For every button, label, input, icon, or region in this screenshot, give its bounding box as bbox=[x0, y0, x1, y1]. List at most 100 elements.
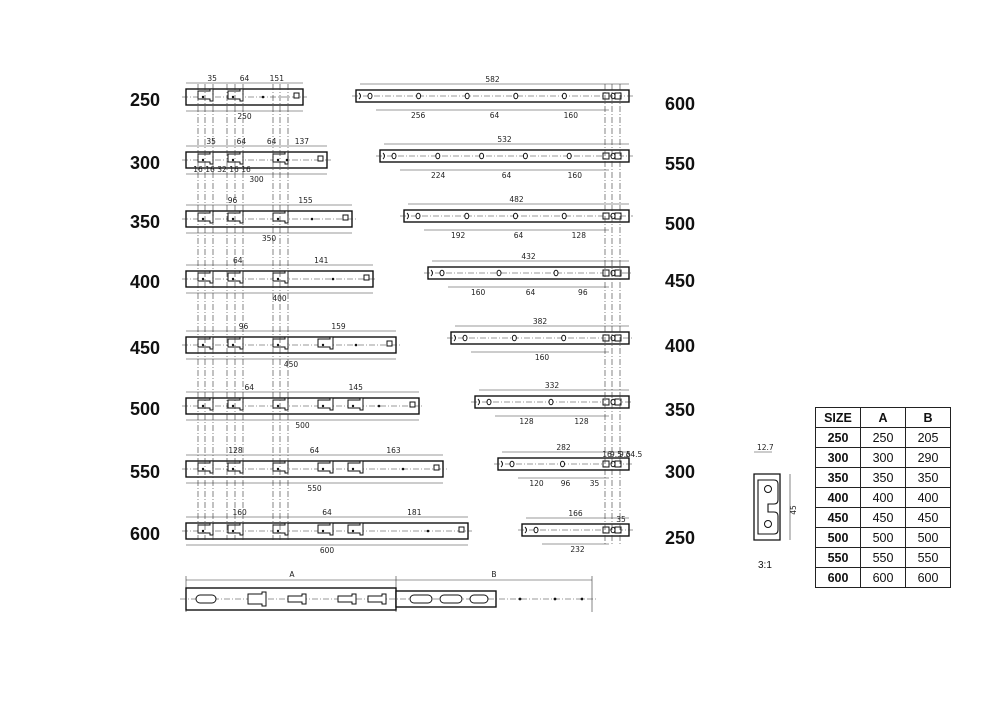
cell-size: 250 bbox=[815, 427, 861, 448]
mounting-slot bbox=[227, 270, 244, 284]
rail-hole bbox=[261, 95, 265, 99]
header-size: SIZE bbox=[815, 407, 861, 428]
mounting-slot bbox=[197, 151, 214, 165]
dim-top-label: 282 bbox=[556, 443, 571, 452]
dim-top-label: 432 bbox=[521, 252, 536, 261]
mounting-hole bbox=[321, 343, 325, 347]
cell-b: 500 bbox=[905, 527, 951, 548]
mounting-hole bbox=[351, 404, 355, 408]
dim-bottom-label: 160 bbox=[471, 288, 486, 297]
rail-hole bbox=[416, 92, 422, 100]
rail-hole bbox=[610, 460, 616, 468]
mounting-slot bbox=[347, 522, 364, 536]
dim-top-label: 137 bbox=[295, 137, 310, 146]
rail-stop bbox=[614, 460, 622, 468]
mounting-hole bbox=[231, 404, 235, 408]
left-size-label: 500 bbox=[130, 399, 160, 419]
extra-dim-label: 35 bbox=[616, 515, 626, 524]
rail-hole bbox=[610, 269, 616, 277]
dim-length-label: 550 bbox=[307, 484, 322, 493]
cell-a: 600 bbox=[860, 567, 906, 588]
left-size-label: 450 bbox=[130, 338, 160, 358]
rail-hole bbox=[610, 92, 616, 100]
rail-hole bbox=[496, 269, 502, 277]
rail-stop bbox=[602, 398, 610, 406]
dim-bottom-label: 96 bbox=[578, 288, 588, 297]
rail-hole bbox=[553, 269, 559, 277]
rail-stop bbox=[602, 460, 610, 468]
dim-top-label: 145 bbox=[349, 383, 364, 392]
mounting-slot bbox=[197, 88, 214, 102]
profile-height-label: 45 bbox=[789, 505, 798, 515]
rail-end-hook bbox=[453, 334, 456, 342]
assembly-bracket bbox=[287, 593, 307, 605]
dim-bottom-label: 35 bbox=[590, 479, 600, 488]
assembly-bracket bbox=[367, 593, 387, 605]
dim-bottom-label: 192 bbox=[451, 231, 466, 240]
dim-length-label: 500 bbox=[295, 421, 310, 430]
cell-a: 350 bbox=[860, 467, 906, 488]
rail-hole bbox=[610, 212, 616, 220]
dim-bottom-label: 160 bbox=[535, 353, 550, 362]
cell-size: 300 bbox=[815, 447, 861, 468]
dim-top-label: 64 bbox=[237, 137, 247, 146]
mounting-hole bbox=[321, 404, 325, 408]
mounting-slot bbox=[347, 460, 364, 474]
cell-size: 450 bbox=[815, 507, 861, 528]
rail-stop bbox=[614, 92, 622, 100]
mounting-slot bbox=[227, 460, 244, 474]
mounting-slot bbox=[227, 151, 244, 165]
cell-b: 550 bbox=[905, 547, 951, 568]
dim-bottom-label: 64 bbox=[514, 231, 524, 240]
size-table-header: SIZE A B bbox=[815, 407, 951, 428]
rail-hole bbox=[610, 334, 616, 342]
header-b: B bbox=[905, 407, 951, 428]
rail-stop bbox=[602, 526, 610, 534]
rail-hole bbox=[486, 398, 492, 406]
dim-bottom-label: 160 bbox=[568, 171, 583, 180]
assembly-hole bbox=[553, 597, 557, 601]
cell-a: 300 bbox=[860, 447, 906, 468]
dim-top-label: 141 bbox=[314, 256, 329, 265]
cell-b: 205 bbox=[905, 427, 951, 448]
cell-size: 400 bbox=[815, 487, 861, 508]
rail-hole bbox=[401, 467, 405, 471]
mounting-slot bbox=[227, 522, 244, 536]
rail-end-hook bbox=[358, 92, 361, 100]
rail-hole bbox=[522, 152, 528, 160]
left-size-label: 250 bbox=[130, 90, 160, 110]
dim-length-label: 250 bbox=[237, 112, 252, 121]
alignment-lines bbox=[197, 84, 621, 545]
assembly-bracket bbox=[337, 593, 357, 605]
mounting-hole bbox=[276, 217, 280, 221]
mounting-hole bbox=[231, 158, 235, 162]
small-dim-label: 9.5 bbox=[610, 450, 622, 459]
mounting-hole bbox=[201, 467, 205, 471]
small-dim-label: 16 bbox=[229, 165, 239, 174]
rail-end-hook bbox=[500, 460, 503, 468]
rail-hole bbox=[285, 158, 289, 162]
mounting-slot bbox=[197, 397, 214, 411]
mounting-hole bbox=[276, 343, 280, 347]
rail-hole bbox=[462, 334, 468, 342]
dim-bottom-label: 128 bbox=[519, 417, 534, 426]
rail-hole bbox=[367, 92, 373, 100]
rail-stop bbox=[433, 464, 440, 471]
dim-bottom-label: 232 bbox=[570, 545, 585, 554]
cell-b: 400 bbox=[905, 487, 951, 508]
dim-length-label: 350 bbox=[262, 234, 277, 243]
label-b: B bbox=[491, 570, 496, 579]
cell-size: 550 bbox=[815, 547, 861, 568]
dim-bottom-label: 224 bbox=[431, 171, 446, 180]
rail-hole bbox=[560, 460, 565, 468]
